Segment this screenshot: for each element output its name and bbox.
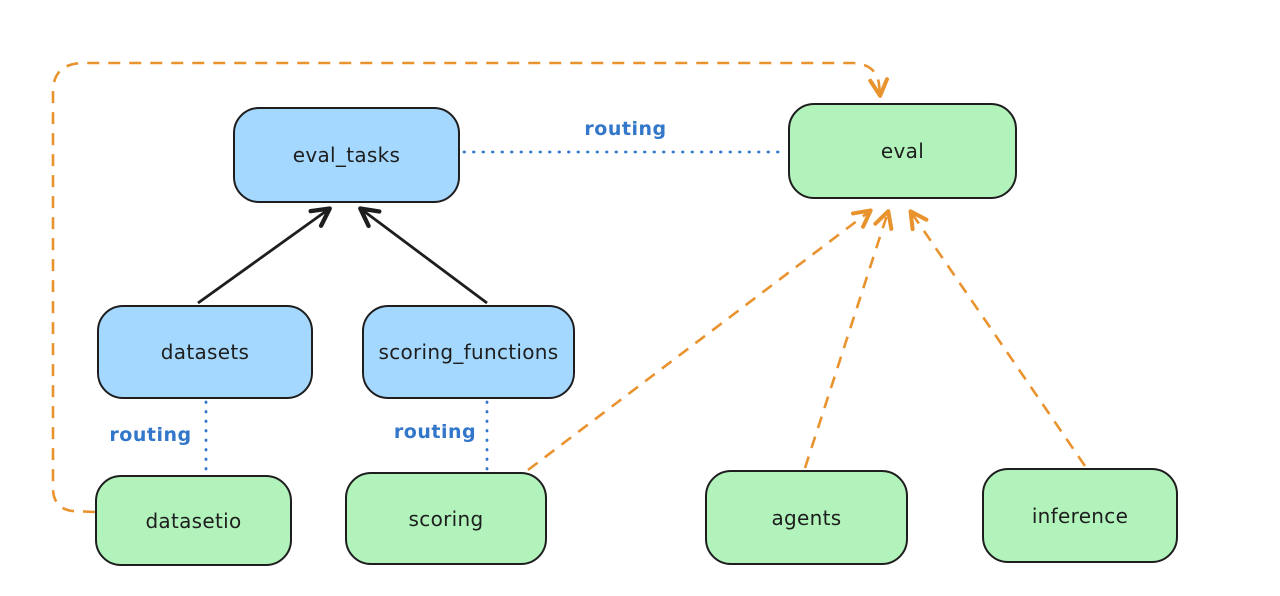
node-eval: eval (788, 103, 1017, 199)
edge-label-routing-scoring-functions-scoring: routing (393, 421, 477, 443)
node-scoring-functions: scoring_functions (362, 305, 575, 399)
edge-scoring-to-eval (527, 208, 873, 472)
node-datasetio: datasetio (95, 475, 292, 566)
edge-scoring-functions-to-eval-tasks (358, 206, 488, 305)
node-eval-label: eval (880, 139, 925, 163)
node-agents-label: agents (771, 505, 842, 530)
node-datasets-label: datasets (160, 340, 250, 364)
edge-label-routing-eval-tasks-eval: routing (584, 118, 667, 140)
node-agents: agents (705, 470, 908, 565)
node-inference-label: inference (1031, 503, 1129, 528)
node-inference: inference (982, 468, 1178, 563)
node-scoring: scoring (345, 472, 547, 565)
node-eval-tasks-label: eval_tasks (292, 143, 401, 167)
edge-agents-to-eval (803, 209, 894, 469)
node-eval-tasks: eval_tasks (233, 107, 460, 203)
node-scoring-label: scoring (408, 506, 484, 531)
edge-datasetio-to-eval (51, 61, 889, 514)
edge-label-routing-datasets-datasetio: routing (109, 424, 192, 446)
node-datasetio-label: datasetio (145, 508, 242, 533)
edge-inference-to-eval (908, 209, 1087, 467)
node-datasets: datasets (97, 305, 313, 399)
edge-datasets-to-eval-tasks (197, 206, 332, 305)
node-scoring-functions-label: scoring_functions (378, 340, 559, 364)
